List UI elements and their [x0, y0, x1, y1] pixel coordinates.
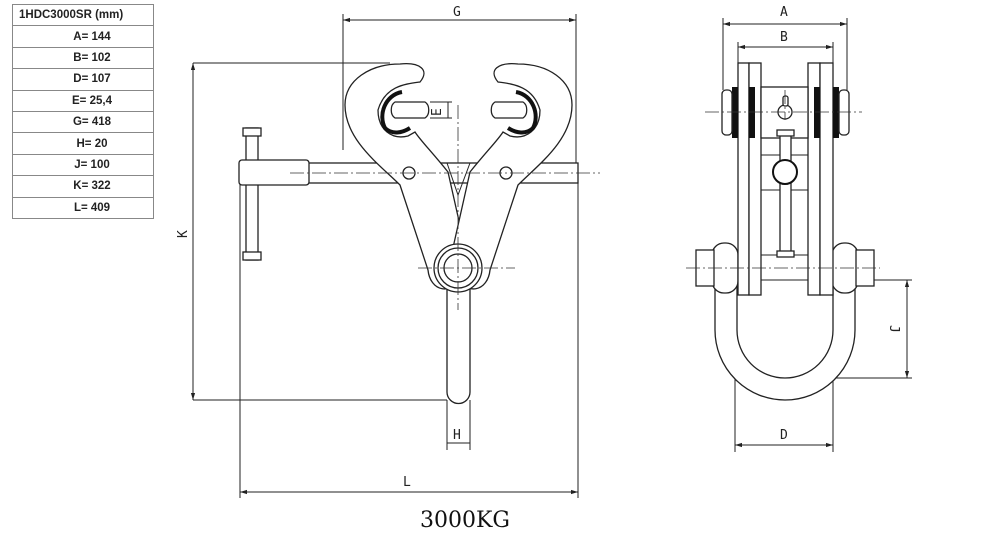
clamp-shank	[446, 279, 471, 405]
dimension-j: J	[886, 280, 910, 378]
capacity-label: 3000KG	[420, 508, 510, 533]
dimension-label-h: H	[453, 428, 461, 443]
side-view: A B D J	[686, 5, 912, 452]
dimension-l: L	[240, 475, 578, 495]
tommy-bar	[245, 127, 259, 261]
dimension-e: E	[430, 101, 452, 119]
dimension-label-b: B	[780, 30, 788, 45]
table-row: K= 322	[12, 175, 154, 198]
table-row: E= 25,4	[12, 89, 154, 112]
dimension-label-k: K	[176, 230, 191, 238]
dimension-table: 1HDC3000SR (mm) A= 144 B= 102 D= 107 E= …	[12, 3, 154, 219]
dimension-b: B	[738, 30, 833, 50]
dimension-a: A	[723, 5, 847, 27]
dimension-label-d: D	[780, 428, 788, 443]
dimension-label-e: E	[430, 108, 445, 116]
dimension-g: G	[343, 5, 576, 23]
dimension-d: D	[735, 428, 833, 448]
dimension-label-a: A	[780, 5, 788, 20]
front-view: E G K L H	[176, 5, 600, 498]
dimension-k: K	[176, 63, 196, 400]
table-row: L= 409	[12, 196, 154, 219]
dimension-label-j: J	[886, 325, 901, 333]
dimension-h: H	[447, 428, 470, 444]
shackle	[714, 284, 856, 401]
dimension-label-g: G	[453, 5, 461, 20]
dimension-label-l: L	[403, 475, 411, 490]
clamp-block	[238, 159, 310, 186]
